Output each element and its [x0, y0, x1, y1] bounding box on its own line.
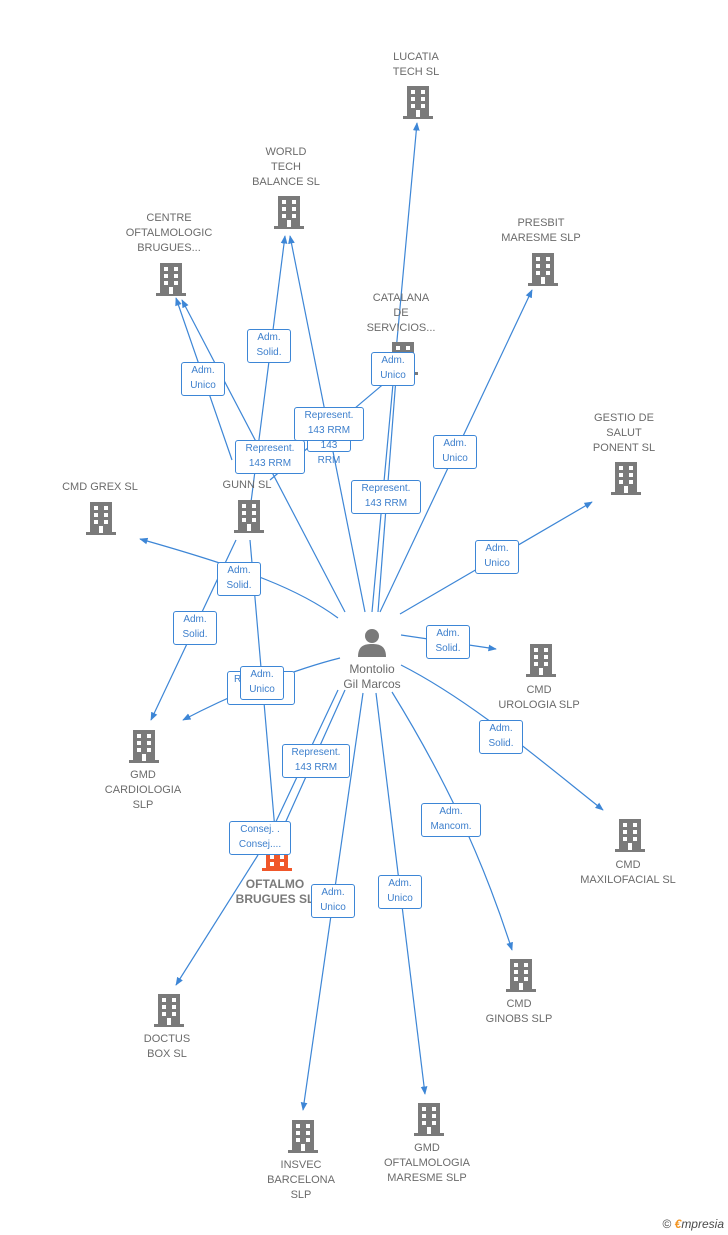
building-icon-cardiologia — [129, 730, 159, 763]
building-icon-insvec — [288, 1120, 318, 1153]
edge-grex — [139, 537, 339, 619]
company-cmd-grex[interactable]: CMD GREX SL — [62, 481, 138, 493]
relation-gestio[interactable]: Adm. Unico — [475, 540, 519, 574]
relation-maxilofacial[interactable]: Adm. Solid. — [479, 720, 523, 754]
relation-cardio-a[interactable]: Adm. Solid. — [173, 611, 217, 645]
person-name[interactable]: Montolio Gil Marcos — [343, 662, 401, 691]
building-icon-ginobs — [506, 959, 536, 992]
relation-cardio-b[interactable]: Adm. Unico — [240, 666, 284, 700]
company-cmd-maxilofacial[interactable]: CMD MAXILOFACIAL SL — [580, 859, 676, 886]
building-icon-lucatia — [403, 86, 433, 119]
building-icon-doctus — [154, 994, 184, 1027]
company-centre-oftalmologic[interactable]: CENTRE OFTALMOLOGIC BRUGUES... — [125, 212, 213, 254]
relation-oftalmo-a[interactable]: Represent. 143 RRM — [282, 744, 350, 778]
relation-lucatia[interactable]: Represent. 143 RRM — [351, 480, 421, 514]
relation-presbit[interactable]: Adm. Unico — [433, 435, 477, 469]
brand-name: mpresia — [681, 1217, 724, 1231]
edge-doctus — [175, 854, 259, 986]
relation-magunn[interactable]: Represent. 143 RRM — [235, 440, 305, 474]
relation-ginobs[interactable]: Adm. Mancom. — [421, 803, 481, 837]
relation-urologia[interactable]: Adm. Solid. — [426, 625, 470, 659]
relation-gmd-oftalmologia[interactable]: Adm. Unico — [378, 875, 422, 909]
building-icon-presbit — [528, 253, 558, 286]
relation-insvec[interactable]: Adm. Unico — [311, 884, 355, 918]
company-cmd-ginobs[interactable]: CMD GINOBS SLP — [485, 998, 553, 1025]
building-icon-centre — [156, 263, 186, 296]
relation-world-b[interactable]: Represent. 143 RRM — [294, 407, 364, 441]
person-icon — [358, 629, 386, 657]
company-world-tech[interactable]: WORLD TECH BALANCE SL — [252, 146, 320, 188]
building-icon-urologia — [526, 644, 556, 677]
building-icon-maxilofacial — [615, 819, 645, 852]
company-cmd-urologia[interactable]: CMD UROLOGIA SLP — [498, 684, 580, 711]
company-catalana[interactable]: CATALANA DE SERVICIOS... — [366, 292, 436, 334]
building-icon-gmd-oftalmologia — [414, 1103, 444, 1136]
company-oftalmo-brugues[interactable]: OFTALMO BRUGUES SL — [235, 877, 315, 906]
company-presbit[interactable]: PRESBIT MARESME SLP — [501, 217, 581, 244]
copyright-symbol: © — [662, 1217, 672, 1231]
company-insvec[interactable]: INSVEC BARCELONA SLP — [267, 1159, 335, 1201]
company-lucatia[interactable]: LUCATIA TECH SL — [392, 51, 440, 78]
company-doctus[interactable]: DOCTUS BOX SL — [143, 1033, 191, 1060]
building-icon-oftalmo-highlight — [262, 850, 292, 871]
relation-world-a[interactable]: Adm. Solid. — [247, 329, 291, 363]
building-icon-grex — [86, 502, 116, 535]
company-gestio[interactable]: GESTIO DE SALUT PONENT SL — [592, 412, 656, 454]
relation-grex[interactable]: Adm. Solid. — [217, 562, 261, 596]
building-icon-magunn — [234, 500, 264, 533]
company-gmd-cardiologia[interactable]: GMD CARDIOLOGIA SLP — [104, 769, 182, 811]
relation-catalana[interactable]: Adm. Unico — [371, 352, 415, 386]
building-icon-gestio — [611, 462, 641, 495]
relation-oftalmo-b[interactable]: Consej. . Consej.... — [229, 821, 291, 855]
building-icon-world-tech — [274, 196, 304, 229]
buildings — [86, 86, 645, 1153]
empresia-logo: © €mpresia — [662, 1217, 724, 1231]
relation-centre[interactable]: Adm. Unico — [181, 362, 225, 396]
brand-e: € — [674, 1217, 682, 1231]
company-gmd-oftalmologia[interactable]: GMD OFTALMOLOGIA MARESME SLP — [384, 1142, 470, 1184]
